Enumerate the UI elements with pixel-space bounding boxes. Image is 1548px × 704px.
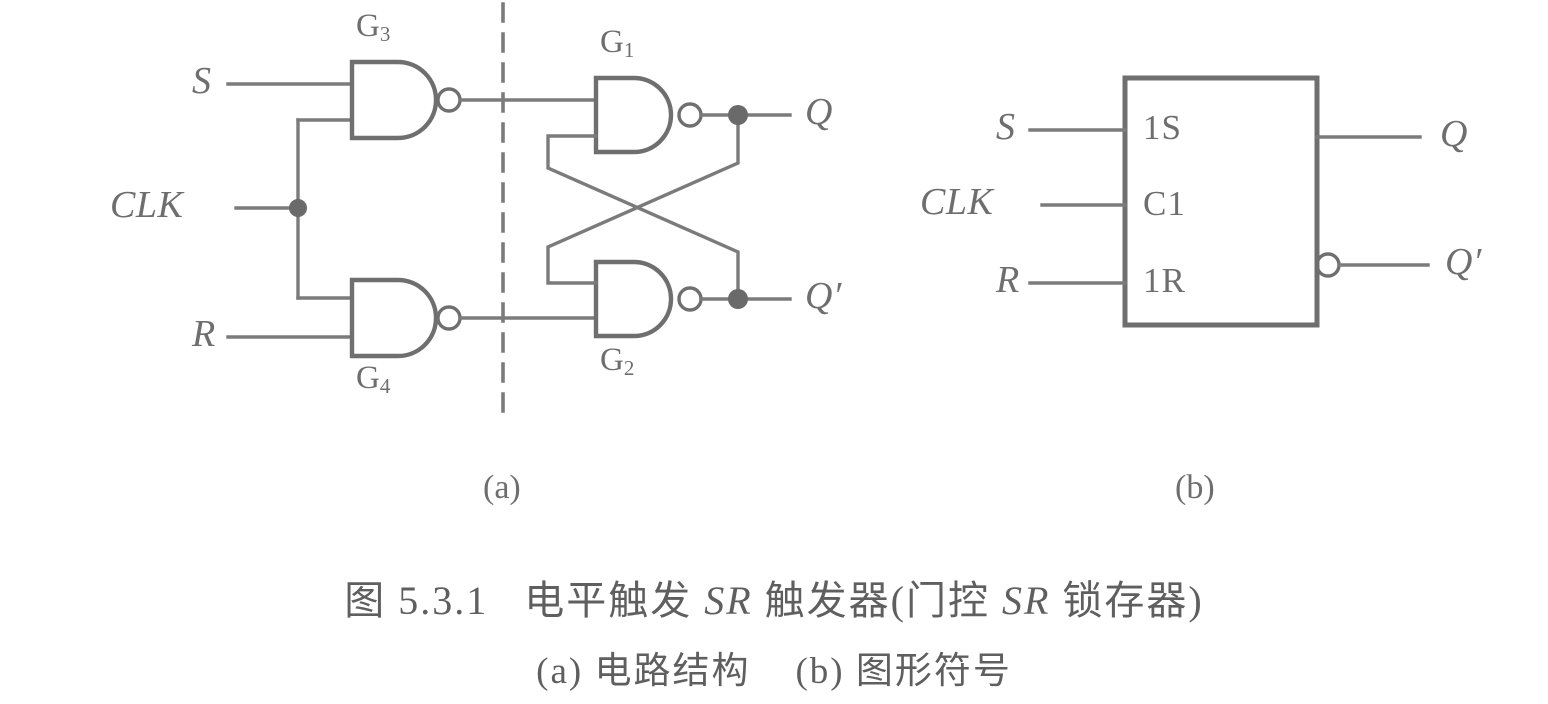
- input-label-clk: CLK: [110, 184, 184, 226]
- caption-prefix: 图 5.3.1 电平触发: [344, 578, 705, 623]
- output-label-q: Q: [805, 91, 833, 133]
- symbol-input-label-r: R: [996, 259, 1020, 301]
- gate-label-g1: G1: [600, 26, 634, 61]
- junction-dot-clk: [289, 199, 307, 217]
- caption-middle: 触发器(门控: [752, 578, 1002, 623]
- symbol-pin-1s: 1S: [1143, 108, 1182, 147]
- subfigure-label-b: (b): [1175, 469, 1215, 506]
- gate-g1-bubble: [677, 102, 703, 128]
- gate-label-g3: G3: [356, 10, 390, 45]
- gate-label-g1-index: 1: [623, 38, 635, 62]
- symbol-input-label-s: S: [996, 106, 1016, 148]
- caption-em-sr-2: SR: [1002, 578, 1051, 623]
- symbol-qnot-bubble: [1315, 252, 1341, 278]
- gate-label-g1-letter: G: [600, 24, 624, 60]
- gate-g2-bubble: [677, 286, 703, 312]
- gate-label-g4-letter: G: [356, 360, 380, 396]
- gate-g3-body: [349, 59, 439, 141]
- junction-dot-qnot: [728, 289, 748, 309]
- gate-label-g2-index: 2: [623, 356, 635, 380]
- gate-g4-bubble: [436, 305, 462, 331]
- input-label-s: S: [192, 60, 212, 102]
- gate-label-g3-index: 3: [379, 22, 391, 46]
- gate-label-g2: G2: [600, 344, 634, 379]
- symbol-pin-1r: 1R: [1143, 261, 1186, 300]
- gate-g1-body: [593, 75, 674, 155]
- gate-g3-bubble: [436, 87, 462, 113]
- figure-caption-main: 图 5.3.1 电平触发 SR 触发器(门控 SR 锁存器): [0, 568, 1548, 626]
- figure-caption-sub: (a) 电路结构 (b) 图形符号: [536, 651, 1012, 692]
- gate-label-g4-index: 4: [379, 374, 391, 398]
- output-label-qnot: Q′: [805, 275, 842, 317]
- gate-label-g3-letter: G: [356, 8, 380, 44]
- gate-label-g4: G4: [356, 362, 390, 397]
- subfigure-label-a: (a): [483, 469, 521, 506]
- symbol-output-label-q: Q: [1440, 113, 1468, 155]
- gate-label-g2-letter: G: [600, 342, 624, 378]
- gate-g4-body: [349, 277, 439, 359]
- junction-dot-q: [728, 105, 748, 125]
- symbol-input-label-clk: CLK: [920, 181, 994, 223]
- wire-cross-qnot-to-g1: [546, 134, 740, 301]
- caption-em-sr-1: SR: [704, 578, 753, 623]
- input-label-r: R: [192, 313, 216, 355]
- symbol-block-outline: [1122, 75, 1320, 328]
- caption-suffix: 锁存器): [1050, 578, 1204, 623]
- wire-cross-q-to-g2: [546, 113, 740, 285]
- symbol-pin-c1: C1: [1143, 184, 1186, 223]
- symbol-output-label-qnot: Q′: [1445, 241, 1482, 283]
- gate-g2-body: [593, 259, 674, 339]
